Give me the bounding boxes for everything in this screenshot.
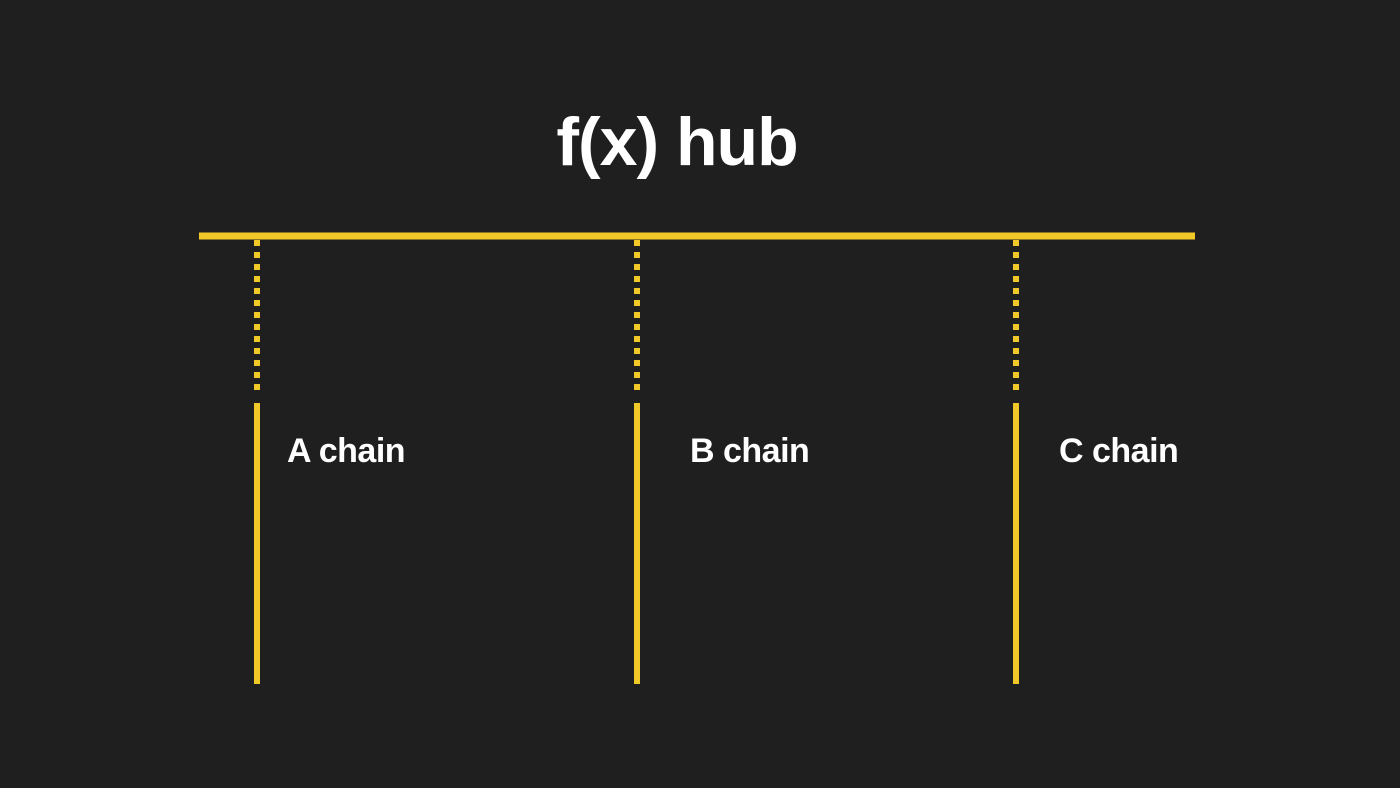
chain-label-c: C chain	[1059, 432, 1179, 470]
chain-label-b: B chain	[690, 432, 810, 470]
chain-label-a: A chain	[287, 432, 406, 470]
hub-title: f(x) hub	[556, 104, 798, 180]
